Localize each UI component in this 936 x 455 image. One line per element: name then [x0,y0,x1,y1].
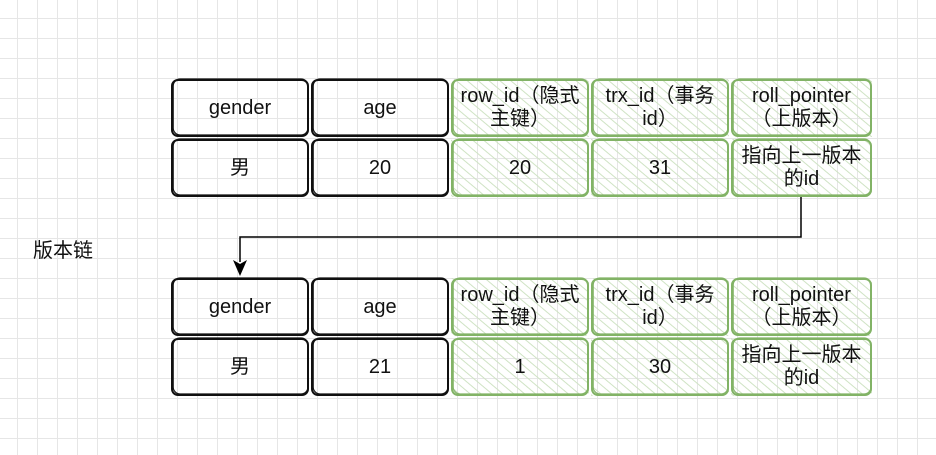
header-text: trx_id（事务id） [605,85,715,130]
record-2-header-row-id: row_id（隐式主键） [451,278,589,336]
version-chain-label: 版本链 [33,240,93,262]
record-2-value-age: 21 [311,338,449,396]
value-text: 指向上一版本的id [741,344,862,389]
cell-border [592,337,729,395]
cell-border [312,138,449,196]
cell-border [172,78,309,136]
cell-hatch-fill [451,139,589,197]
value-text: 男 [230,156,250,179]
cell-border [732,337,872,395]
header-text: age [363,295,397,318]
header-text: age [363,96,397,119]
cell-border [452,78,589,136]
cell-border [592,78,729,136]
header-text: row_id（隐式主键） [460,284,580,329]
value-text: 20 [508,156,532,179]
record-1-header-row-id: row_id（隐式主键） [451,79,589,137]
record-2-value-roll-pointer: 指向上一版本的id [731,338,872,396]
cell-border [172,277,309,335]
cell-hatch-fill [451,338,589,396]
cell-border [452,337,589,395]
cell-hatch-fill [451,278,589,336]
cell-border [732,78,872,136]
cell-border [312,277,449,335]
cell-border [592,138,729,196]
record-1-value-roll-pointer: 指向上一版本的id [731,139,872,197]
record-2-value-trx-id: 30 [591,338,729,396]
value-text: 1 [514,355,526,378]
header-text: gender [208,96,272,119]
value-text: 男 [230,355,250,378]
cell-hatch-fill [591,278,729,336]
cell-border [452,277,589,335]
record-2-header-gender: gender [171,278,309,336]
record-2-header-age: age [311,278,449,336]
header-text: row_id（隐式主键） [460,85,580,130]
header-text: trx_id（事务id） [605,284,715,329]
cell-hatch-fill [591,338,729,396]
record-2-value-gender: 男 [171,338,309,396]
cell-hatch-fill [731,338,872,396]
record-2-value-row-id: 1 [451,338,589,396]
value-text: 20 [368,156,392,179]
cell-border [312,337,449,395]
value-text: 21 [368,355,392,378]
record-1-header-gender: gender [171,79,309,137]
cell-hatch-fill [731,139,872,197]
cell-hatch-fill [591,139,729,197]
record-1-header-trx-id: trx_id（事务id） [591,79,729,137]
record-2-header-trx-id: trx_id（事务id） [591,278,729,336]
cell-border [172,138,309,196]
cell-border [172,337,309,395]
record-1-header-roll-pointer: roll_pointer（上版本） [731,79,872,137]
cell-border [592,277,729,335]
record-1-value-trx-id: 31 [591,139,729,197]
cell-hatch-fill [591,79,729,137]
cell-hatch-fill [731,79,872,137]
cell-border [452,138,589,196]
record-1-value-age: 20 [311,139,449,197]
record-1-header-age: age [311,79,449,137]
arrow-head [233,260,247,276]
record-1-value-row-id: 20 [451,139,589,197]
value-text: 30 [648,355,672,378]
header-text: roll_pointer（上版本） [751,85,852,130]
header-text: gender [208,295,272,318]
cell-hatch-fill [451,79,589,137]
cell-border [732,277,872,335]
record-1-value-gender: 男 [171,139,309,197]
cell-border [732,138,872,196]
value-text: 指向上一版本的id [741,145,862,190]
version-chain-arrow [233,197,802,276]
header-text: roll_pointer（上版本） [751,284,852,329]
cell-hatch-fill [731,278,872,336]
cell-shapes [171,78,872,396]
cell-border [312,78,449,136]
record-2-header-roll-pointer: roll_pointer（上版本） [731,278,872,336]
value-text: 31 [648,156,672,179]
